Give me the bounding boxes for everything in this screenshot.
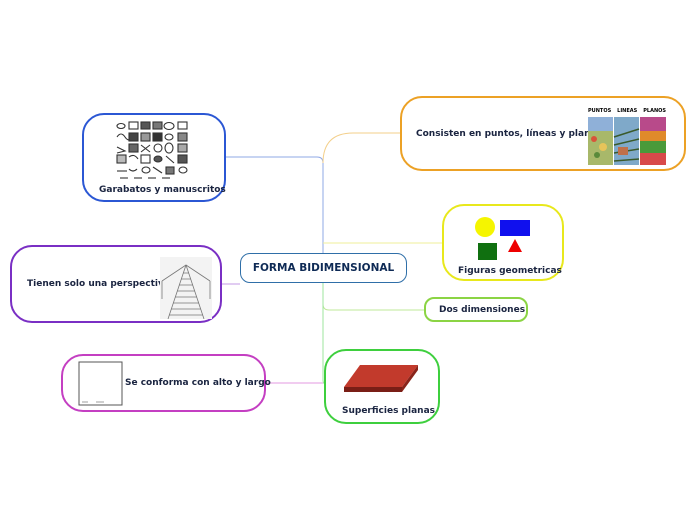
perspective-sketch-image — [160, 257, 212, 319]
node-garabatos-label: Garabatos y manuscritos — [99, 185, 226, 195]
node-alto-largo[interactable]: Se conforma con alto y largo — [61, 354, 271, 412]
node-superficies-label: Superficies planas — [342, 406, 435, 416]
central-topic-label: FORMA BIDIMENSIONAL — [252, 262, 395, 274]
node-dos-dim-label: Dos dimensiones — [439, 305, 526, 315]
blank-page-image — [78, 361, 123, 406]
art-label-planos: PLANOS — [643, 108, 666, 114]
yellow-circle-shape — [475, 217, 495, 237]
flat-surface-image — [344, 365, 418, 392]
node-garabatos[interactable]: Garabatos y manuscritos — [82, 113, 226, 202]
central-topic[interactable]: FORMA BIDIMENSIONAL — [240, 253, 407, 283]
elements-art-image: PUNTOS LINEAS PLANOS — [588, 108, 666, 165]
art-label-puntos: PUNTOS — [588, 108, 612, 114]
scribbles-image — [116, 121, 188, 179]
node-dos-dim[interactable]: Dos dimensiones — [424, 297, 528, 322]
node-figuras[interactable]: Figuras geometricas — [442, 204, 564, 281]
node-superficies[interactable]: Superficies planas — [324, 349, 440, 424]
red-triangle-shape — [508, 239, 522, 252]
node-puntos-label: Consisten en puntos, líneas y planos — [416, 129, 603, 139]
geometric-shapes-image — [475, 217, 530, 260]
green-square-shape — [478, 243, 497, 260]
link-puntos — [322, 132, 400, 164]
node-perspectiva-label: Tienen solo una perspectiva — [27, 279, 170, 289]
link-dos-dim — [322, 283, 424, 311]
art-label-lineas: LINEAS — [617, 108, 638, 114]
node-figuras-label: Figuras geometricas — [458, 266, 562, 276]
node-puntos[interactable]: Consisten en puntos, líneas y planos PUN… — [400, 96, 686, 171]
node-alto-largo-label: Se conforma con alto y largo — [125, 378, 271, 388]
node-perspectiva[interactable]: Tienen solo una perspectiva — [10, 245, 222, 323]
blue-rectangle-shape — [500, 220, 530, 236]
